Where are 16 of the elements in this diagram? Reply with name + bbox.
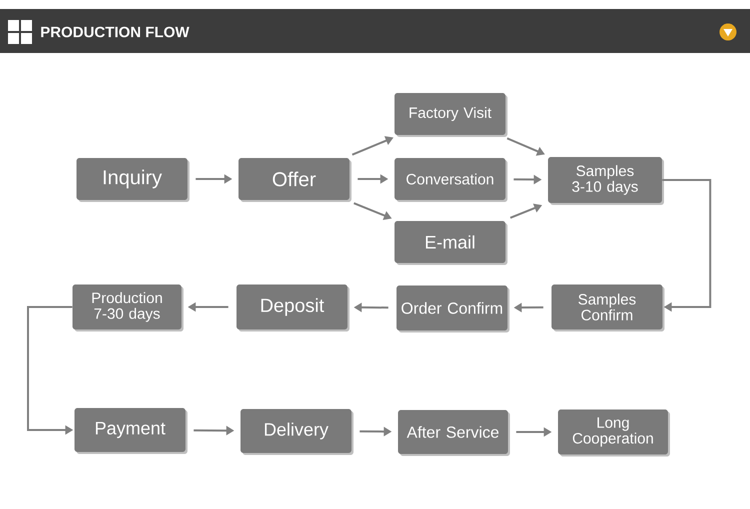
process-box: Deposit bbox=[236, 284, 348, 330]
process-box: Factory Visit bbox=[394, 93, 506, 135]
process-box: Delivery bbox=[240, 409, 352, 453]
process-box: Production 7-30 days bbox=[72, 284, 182, 330]
process-box: Samples 3-10 days bbox=[548, 157, 662, 203]
header-title: PRODUCTION FLOW bbox=[41, 26, 190, 38]
arrow bbox=[662, 179, 712, 312]
process-box: Offer bbox=[238, 158, 350, 200]
process-box: Samples Confirm bbox=[552, 284, 662, 330]
process-box: E-mail bbox=[394, 221, 506, 263]
process-box: Inquiry bbox=[76, 158, 188, 200]
process-box: Payment bbox=[74, 408, 186, 452]
process-box: Order Confirm bbox=[396, 286, 508, 330]
process-box: Long Cooperation bbox=[558, 410, 668, 454]
process-box: After Service bbox=[398, 410, 508, 454]
process-box: Conversation bbox=[394, 158, 506, 200]
